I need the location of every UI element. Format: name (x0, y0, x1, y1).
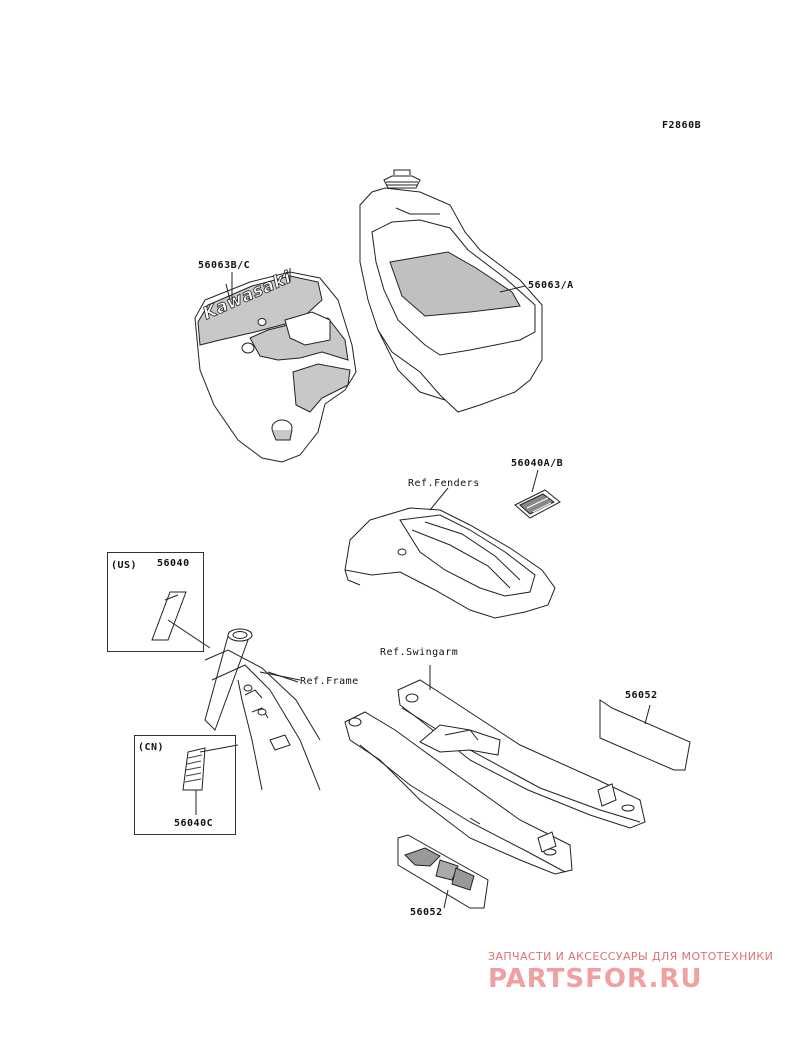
ref-label-frame: Ref.Frame (300, 676, 359, 687)
lower-decal-drawing (397, 834, 489, 909)
front-fender-drawing (344, 487, 556, 619)
frame-drawing (204, 628, 321, 791)
cn-marker: (CN) (138, 742, 165, 753)
cn-decal-drawing (182, 744, 239, 815)
watermark-logo: PARTSFOR.RU (488, 964, 703, 994)
part-label-lower-decal: 56052 (410, 907, 443, 918)
leader-line-tank (499, 285, 526, 293)
swingarm-decal-drawing (599, 699, 691, 771)
ref-label-swingarm: Ref.Swingarm (380, 647, 459, 658)
fuel-tank-drawing (359, 169, 543, 413)
part-label-cn: 56040C (174, 818, 214, 829)
part-label-us: 56040 (157, 558, 190, 569)
cn-inset-box (134, 735, 236, 835)
part-label-fuel-tank: 56063/A (528, 280, 574, 291)
part-label-swingarm-decal: 56052 (625, 690, 658, 701)
swingarm-drawing (344, 665, 646, 875)
ref-label-fenders: Ref.Fenders (408, 478, 480, 489)
tank-shroud-drawing (194, 271, 357, 463)
part-label-fender-decal: 56040A/B (511, 458, 564, 469)
us-marker: (US) (111, 560, 138, 571)
us-inset-box (107, 552, 204, 652)
leader-line-frame (267, 671, 299, 683)
watermark-tagline: ЗАПЧАСТИ И АКСЕССУАРЫ ДЛЯ МОТОТЕХНИКИ (488, 950, 774, 963)
part-label-tank-shroud: 56063B/C (198, 260, 251, 271)
figure-code: F2860B (662, 120, 702, 131)
fender-decal-drawing (514, 469, 561, 519)
